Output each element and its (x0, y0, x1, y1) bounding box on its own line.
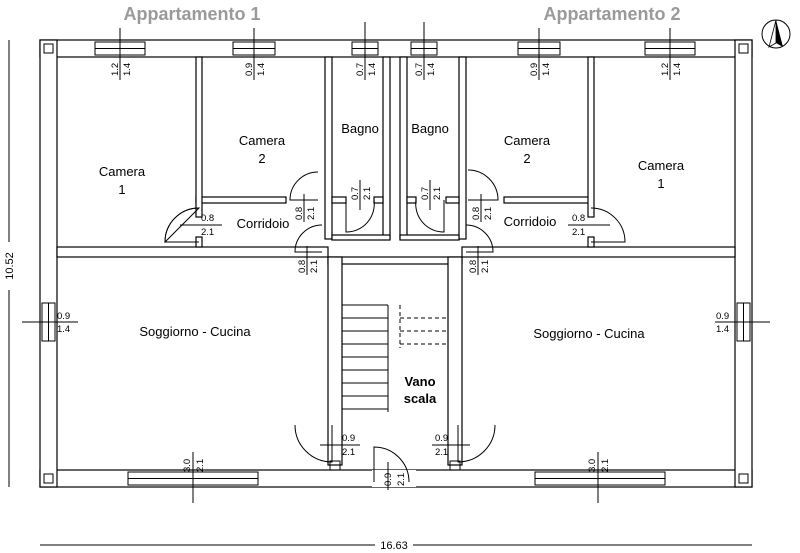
apartment-2-title: Appartamento 2 (543, 4, 680, 24)
svg-text:1: 1 (657, 176, 664, 191)
svg-text:1.4: 1.4 (541, 63, 552, 76)
bottom-windows: 3.0 2.1 3.0 2.1 (127, 452, 666, 503)
svg-text:2.1: 2.1 (432, 187, 443, 200)
room-soggiorno-b: Soggiorno - Cucina (533, 326, 645, 341)
svg-text:2.1: 2.1 (309, 260, 320, 273)
doors: 0.7 2.1 0.7 2.1 0.8 2.1 0.8 2.1 0.8 2.1 … (164, 169, 626, 490)
svg-text:1.4: 1.4 (256, 63, 267, 76)
svg-text:1.2: 1.2 (660, 63, 671, 76)
svg-text:0.9: 0.9 (435, 433, 448, 444)
svg-text:2.1: 2.1 (572, 227, 585, 238)
svg-text:0.8: 0.8 (201, 213, 214, 224)
svg-text:2.1: 2.1 (362, 187, 373, 200)
room-camera1-a: Camera (99, 164, 146, 179)
room-soggiorno-a: Soggiorno - Cucina (139, 324, 251, 339)
room-labels: Camera 1 Camera 2 Bagno Bagno Camera 2 C… (99, 121, 685, 406)
svg-text:0.9: 0.9 (716, 311, 729, 322)
svg-text:0.9: 0.9 (342, 433, 355, 444)
svg-text:2.1: 2.1 (600, 459, 611, 472)
svg-text:2.1: 2.1 (483, 207, 494, 220)
side-windows: 0.9 1.4 0.9 1.4 (22, 302, 770, 342)
north-arrow-icon (761, 19, 791, 49)
top-window-dims: 1.2 1.4 0.9 1.4 0.7 1.4 0.7 1.4 0.9 1.4 … (110, 63, 683, 76)
svg-text:0.7: 0.7 (350, 187, 361, 200)
svg-text:0.8: 0.8 (297, 260, 308, 273)
svg-text:2: 2 (523, 151, 530, 166)
svg-text:1.4: 1.4 (426, 63, 437, 76)
svg-text:0.9: 0.9 (57, 311, 70, 322)
room-camera2-a: Camera (239, 133, 286, 148)
staircase (342, 304, 448, 412)
room-corridoio-a: Corridoio (237, 216, 290, 231)
svg-text:2.1: 2.1 (201, 227, 214, 238)
room-camera1-b: Camera (638, 158, 685, 173)
svg-text:2.1: 2.1 (306, 207, 317, 220)
svg-text:1.4: 1.4 (57, 324, 70, 335)
svg-text:0.9: 0.9 (529, 63, 540, 76)
svg-text:1.4: 1.4 (672, 63, 683, 76)
svg-text:2.1: 2.1 (396, 473, 407, 486)
height-dimension: 10.52 (4, 252, 16, 280)
svg-text:2.1: 2.1 (195, 459, 206, 472)
room-camera2-b: Camera (504, 133, 551, 148)
room-bagno-b: Bagno (411, 121, 449, 136)
room-bagno-a: Bagno (341, 121, 379, 136)
svg-text:1.4: 1.4 (716, 324, 729, 335)
svg-text:0.7: 0.7 (355, 63, 366, 76)
svg-text:0.8: 0.8 (468, 260, 479, 273)
svg-text:2: 2 (258, 151, 265, 166)
svg-text:0.8: 0.8 (471, 207, 482, 220)
svg-text:0.8: 0.8 (572, 213, 585, 224)
svg-text:3.0: 3.0 (182, 459, 193, 472)
svg-text:1.4: 1.4 (122, 63, 133, 76)
interior-walls (56, 56, 736, 471)
svg-text:0.7: 0.7 (414, 63, 425, 76)
room-corridoio-b: Corridoio (504, 214, 557, 229)
svg-text:2.1: 2.1 (435, 447, 448, 458)
svg-text:1.2: 1.2 (110, 63, 121, 76)
apartment-1-title: Appartamento 1 (123, 4, 260, 24)
top-windows (94, 22, 696, 80)
svg-text:0.9: 0.9 (244, 63, 255, 76)
width-dimension: 16.63 (380, 540, 408, 552)
svg-text:1.4: 1.4 (367, 63, 378, 76)
svg-text:0.8: 0.8 (294, 207, 305, 220)
svg-text:scala: scala (404, 391, 437, 406)
svg-text:0.9: 0.9 (383, 473, 394, 486)
svg-text:2.1: 2.1 (342, 447, 355, 458)
svg-text:0.7: 0.7 (420, 187, 431, 200)
svg-text:3.0: 3.0 (587, 459, 598, 472)
svg-text:2.1: 2.1 (480, 260, 491, 273)
overall-dimensions: 16.63 10.52 (4, 40, 752, 552)
room-vano-scala: Vano (404, 374, 435, 389)
svg-text:1: 1 (118, 182, 125, 197)
